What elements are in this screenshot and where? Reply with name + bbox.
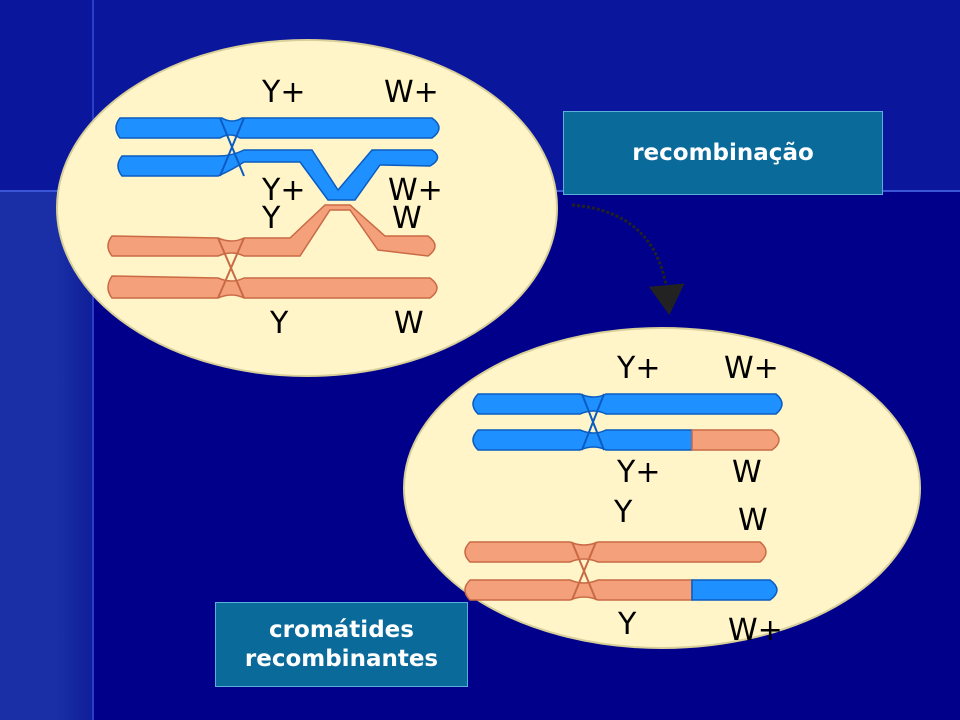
allele-label: Y <box>269 306 289 341</box>
allele-label: W+ <box>388 173 443 208</box>
allele-label: W+ <box>724 351 779 386</box>
recombinant-chromatids-label: cromátides recombinantes <box>215 602 468 687</box>
blue-homolog <box>115 117 440 201</box>
orange-chromatid-upper <box>464 541 767 563</box>
orange-centromere-cross <box>217 237 245 299</box>
orange-chromatid-lower-blue-part <box>691 579 778 601</box>
recombinant-chromatids-line2: recombinantes <box>244 645 439 672</box>
top-cell: Y+ W+ Y+ W+ Y W Y W <box>56 39 558 377</box>
recombination-label: recombinação <box>563 111 883 195</box>
allele-label: Y <box>613 495 633 530</box>
allele-label: Y <box>617 607 637 642</box>
allele-label: Y+ <box>616 455 660 490</box>
blue-chromatid-lower <box>117 149 439 201</box>
blue-chromatid-upper <box>472 393 783 415</box>
allele-label: W <box>392 201 422 236</box>
orange-centromere-cross <box>571 541 597 601</box>
allele-label: W <box>732 455 762 490</box>
allele-label: Y+ <box>616 351 660 386</box>
recombination-text: recombinação <box>632 139 814 166</box>
allele-label: Y+ <box>261 173 305 208</box>
blue-chromatid-lower-orange-part <box>691 429 780 451</box>
vertical-rule <box>92 0 94 720</box>
allele-label: W+ <box>384 75 439 110</box>
blue-centromere-cross <box>581 393 605 451</box>
allele-label: W <box>394 306 424 341</box>
allele-label: W <box>738 503 768 538</box>
bottom-cell: Y+ W+ Y+ W Y W Y W+ <box>403 327 921 649</box>
allele-label: Y+ <box>261 75 305 110</box>
recombinant-chromatids-line1: cromátides <box>269 616 414 643</box>
orange-homolog <box>107 204 438 299</box>
blue-centromere-cross <box>219 117 245 177</box>
blue-chromatid-upper <box>115 117 440 139</box>
allele-label: W+ <box>728 613 783 648</box>
orange-chromatid-lower-orange-part <box>464 579 693 601</box>
top-cell-body <box>56 39 558 377</box>
curved-arrow <box>571 203 685 315</box>
blue-chromatid-lower-blue-part <box>472 429 693 451</box>
allele-label: Y <box>261 201 281 236</box>
orange-chromatid-lower <box>107 275 438 299</box>
orange-chromatid-upper <box>107 204 436 257</box>
